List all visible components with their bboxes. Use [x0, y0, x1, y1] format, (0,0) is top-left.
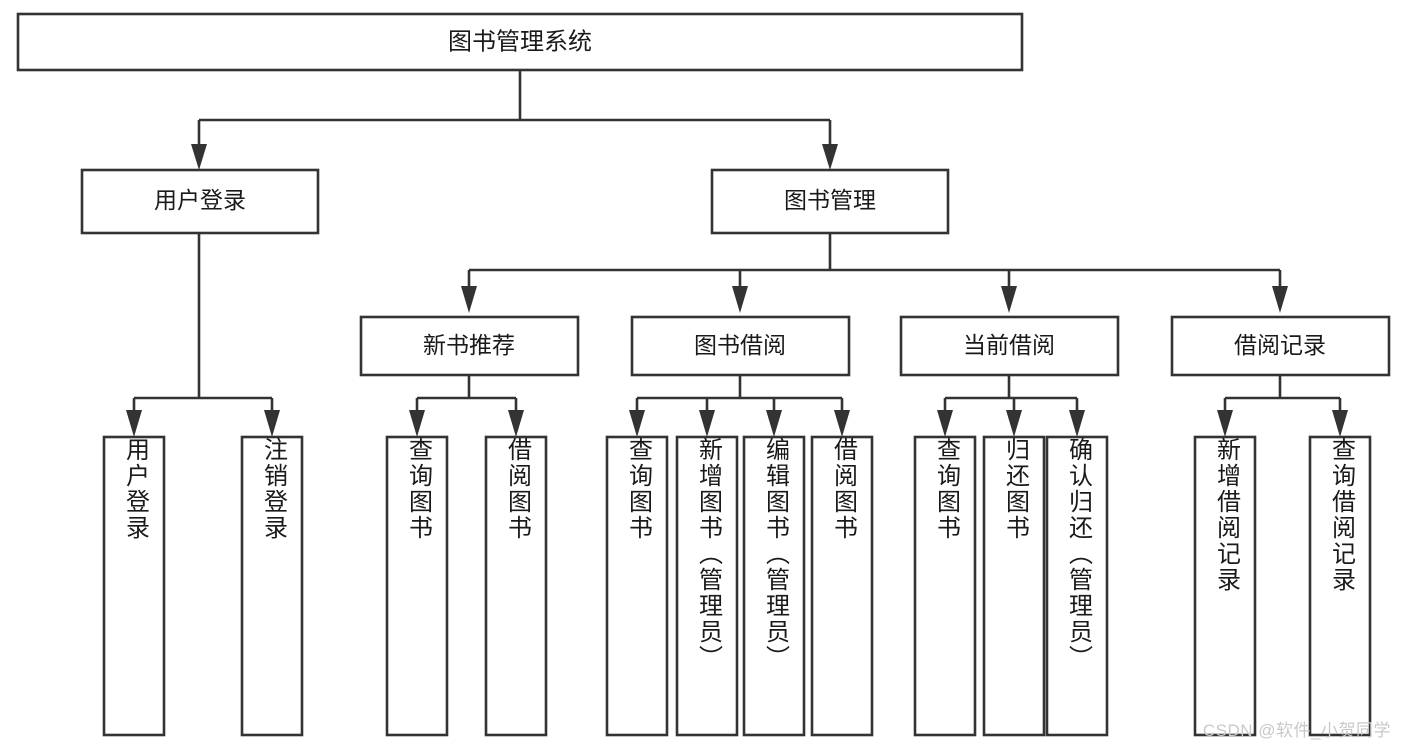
node-new-book-recommend-label: 新书推荐 [423, 332, 515, 358]
leaf-box-bookborrow-add[interactable] [675, 435, 739, 737]
node-new-book-recommend-box[interactable] [359, 315, 580, 377]
arrow-to-borrowrecord-leaf-2 [1332, 410, 1348, 437]
node-book-manage-label: 图书管理 [784, 187, 876, 213]
arrow-to-book-manage [822, 144, 838, 170]
node-borrow-record-label: 借阅记录 [1234, 332, 1326, 358]
node-current-borrow[interactable]: 当前借阅 [899, 315, 1120, 377]
arrow-to-currentborrow-leaf-1 [937, 410, 953, 437]
arrow-to-bookborrow-leaf-1 [629, 410, 645, 437]
arrow-to-user-login [191, 144, 207, 170]
leaf-box-newbook-borrow[interactable] [484, 435, 548, 737]
node-current-borrow-box[interactable] [899, 315, 1120, 377]
arrow-to-bookborrow-leaf-3 [766, 410, 782, 437]
leaf-box-currentborrow-return[interactable] [982, 435, 1046, 737]
arrow-to-book-borrow [732, 286, 748, 313]
node-book-manage-box[interactable] [710, 168, 950, 235]
node-root-box[interactable] [16, 12, 1024, 72]
node-book-borrow-label: 图书借阅 [694, 332, 786, 358]
edges-layer [126, 70, 1348, 437]
leaf-box-bookborrow-edit[interactable] [742, 435, 806, 737]
node-root-label: 图书管理系统 [448, 28, 592, 55]
node-book-borrow[interactable]: 图书借阅 [630, 315, 851, 377]
leaf-box-logout[interactable] [240, 435, 304, 737]
leaf-boxes-layer [102, 435, 1372, 737]
arrow-to-bookborrow-leaf-2 [699, 410, 715, 437]
arrow-to-currentborrow-leaf-3 [1069, 410, 1085, 437]
node-root[interactable]: 图书管理系统 [16, 12, 1024, 72]
node-user-login-box[interactable] [80, 168, 320, 235]
node-borrow-record-box[interactable] [1170, 315, 1391, 377]
arrow-to-new-book [461, 286, 477, 313]
node-book-manage[interactable]: 图书管理 [710, 168, 950, 235]
leaf-box-bookborrow-borrow[interactable] [810, 435, 874, 737]
leaf-box-currentborrow-query[interactable] [913, 435, 977, 737]
arrow-to-newbook-leaf-1 [409, 410, 425, 437]
watermark-label: CSDN @软件_小贺同学 [1202, 721, 1391, 740]
node-book-borrow-box[interactable] [630, 315, 851, 377]
arrow-to-borrowrecord-leaf-1 [1217, 410, 1233, 437]
arrow-to-bookborrow-leaf-4 [834, 410, 850, 437]
node-current-borrow-label: 当前借阅 [963, 332, 1055, 358]
arrow-to-leaf-logout [264, 410, 280, 437]
node-user-login-label: 用户登录 [154, 187, 246, 213]
node-borrow-record[interactable]: 借阅记录 [1170, 315, 1391, 377]
leaf-box-currentborrow-confirm[interactable] [1045, 435, 1109, 737]
leaf-box-borrowrecord-query[interactable] [1308, 435, 1372, 737]
leaf-box-bookborrow-query[interactable] [605, 435, 669, 737]
leaf-box-borrowrecord-add[interactable] [1193, 435, 1257, 737]
arrow-to-newbook-leaf-2 [508, 410, 524, 437]
leaf-box-user-login[interactable] [102, 435, 166, 737]
arrow-to-leaf-user-login [126, 410, 142, 437]
arrow-to-borrow-record [1272, 286, 1288, 313]
arrow-to-current-borrow [1001, 286, 1017, 313]
arrow-to-currentborrow-leaf-2 [1006, 410, 1022, 437]
leaf-box-newbook-query[interactable] [385, 435, 449, 737]
node-new-book-recommend[interactable]: 新书推荐 [359, 315, 580, 377]
node-user-login[interactable]: 用户登录 [80, 168, 320, 235]
